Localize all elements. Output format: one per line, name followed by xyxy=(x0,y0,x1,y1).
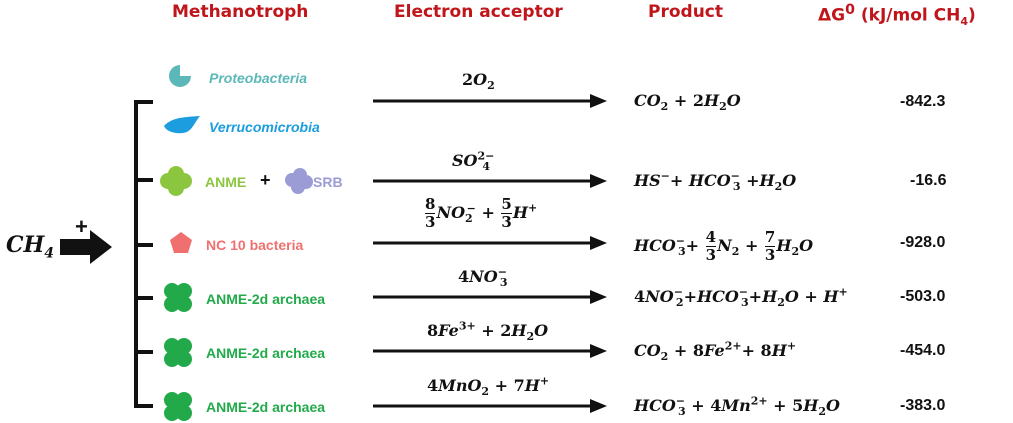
clover-icon xyxy=(164,338,192,367)
product-row-4: 4NO−2+HCO−3+H2O + H+ xyxy=(634,285,848,310)
delta-g-units-subscript: 4 xyxy=(960,15,969,29)
reaction-arrow xyxy=(373,236,607,250)
delta-g-value: -16.6 xyxy=(910,172,947,189)
product-row-5: CO2 + 8Fe2++ 8H+ xyxy=(634,339,797,364)
reactant-ch4: CH4 xyxy=(6,232,55,262)
acceptor-row-4: 4NO−3 xyxy=(458,265,508,290)
delta-g-value: -928.0 xyxy=(900,234,946,251)
pacman-icon xyxy=(169,65,191,87)
acceptor-row-6: 4MnO2 + 7H+ xyxy=(427,374,550,399)
delta-g-value: -503.0 xyxy=(900,288,946,305)
header-product: Product xyxy=(648,2,723,22)
clover-icon xyxy=(164,283,192,312)
organism-nc10: NC 10 bacteria xyxy=(206,237,304,253)
pentagon-icon xyxy=(170,232,192,253)
delta-g-value: -842.3 xyxy=(900,93,946,110)
reaction-arrow xyxy=(373,399,607,413)
header-methanotroph: Methanotroph xyxy=(172,2,309,22)
delta-g-units-close: ) xyxy=(968,5,976,26)
droplet-icon xyxy=(164,116,200,134)
organism-anme-2d: ANME-2d archaea xyxy=(206,291,326,307)
reactant-plus: + xyxy=(75,214,88,239)
reaction-arrow xyxy=(373,290,607,304)
reaction-arrow xyxy=(373,344,607,358)
delta-g-value: -383.0 xyxy=(900,397,946,414)
thick-arrow-icon xyxy=(60,230,112,264)
reaction-arrow xyxy=(373,174,607,188)
clover-icon xyxy=(160,166,192,196)
header-delta-g: ΔG0 (kJ/mol CH4) xyxy=(818,2,976,28)
reaction-arrow xyxy=(373,94,607,108)
product-row-2: HS−+ HCO−3 +H2O xyxy=(634,169,797,194)
organism-verrucomicrobia: Verrucomicrobia xyxy=(209,119,320,135)
acceptor-row-2: SO2−4 xyxy=(452,149,495,174)
organism-anme: ANME xyxy=(205,174,247,190)
acceptor-row-5: 8Fe3+ + 2H2O xyxy=(427,319,549,344)
organism-anme-2d: ANME-2d archaea xyxy=(206,399,326,415)
reaction-arrows xyxy=(373,94,607,413)
organism-anme-2d: ANME-2d archaea xyxy=(206,345,326,361)
delta-g-value: -454.0 xyxy=(900,342,946,359)
product-row-1: CO2 + 2H2O xyxy=(634,91,741,114)
product-row-6: HCO−3 + 4Mn2+ + 5H2O xyxy=(634,394,840,419)
delta-g-symbol: ΔG xyxy=(818,5,846,26)
delta-g-units: (kJ/mol CH xyxy=(854,5,961,26)
acceptor-row-1: 2O2 xyxy=(462,70,495,93)
bracket xyxy=(134,100,153,408)
organism-srb: SRB xyxy=(313,174,343,190)
organism-proteobacteria: Proteobacteria xyxy=(209,70,308,86)
header-electron-acceptor: Electron acceptor xyxy=(394,2,563,22)
organism-plus: + xyxy=(260,170,271,190)
cloud-icon xyxy=(285,168,313,194)
clover-icon xyxy=(164,392,192,421)
delta-g-superscript: 0 xyxy=(845,2,855,18)
